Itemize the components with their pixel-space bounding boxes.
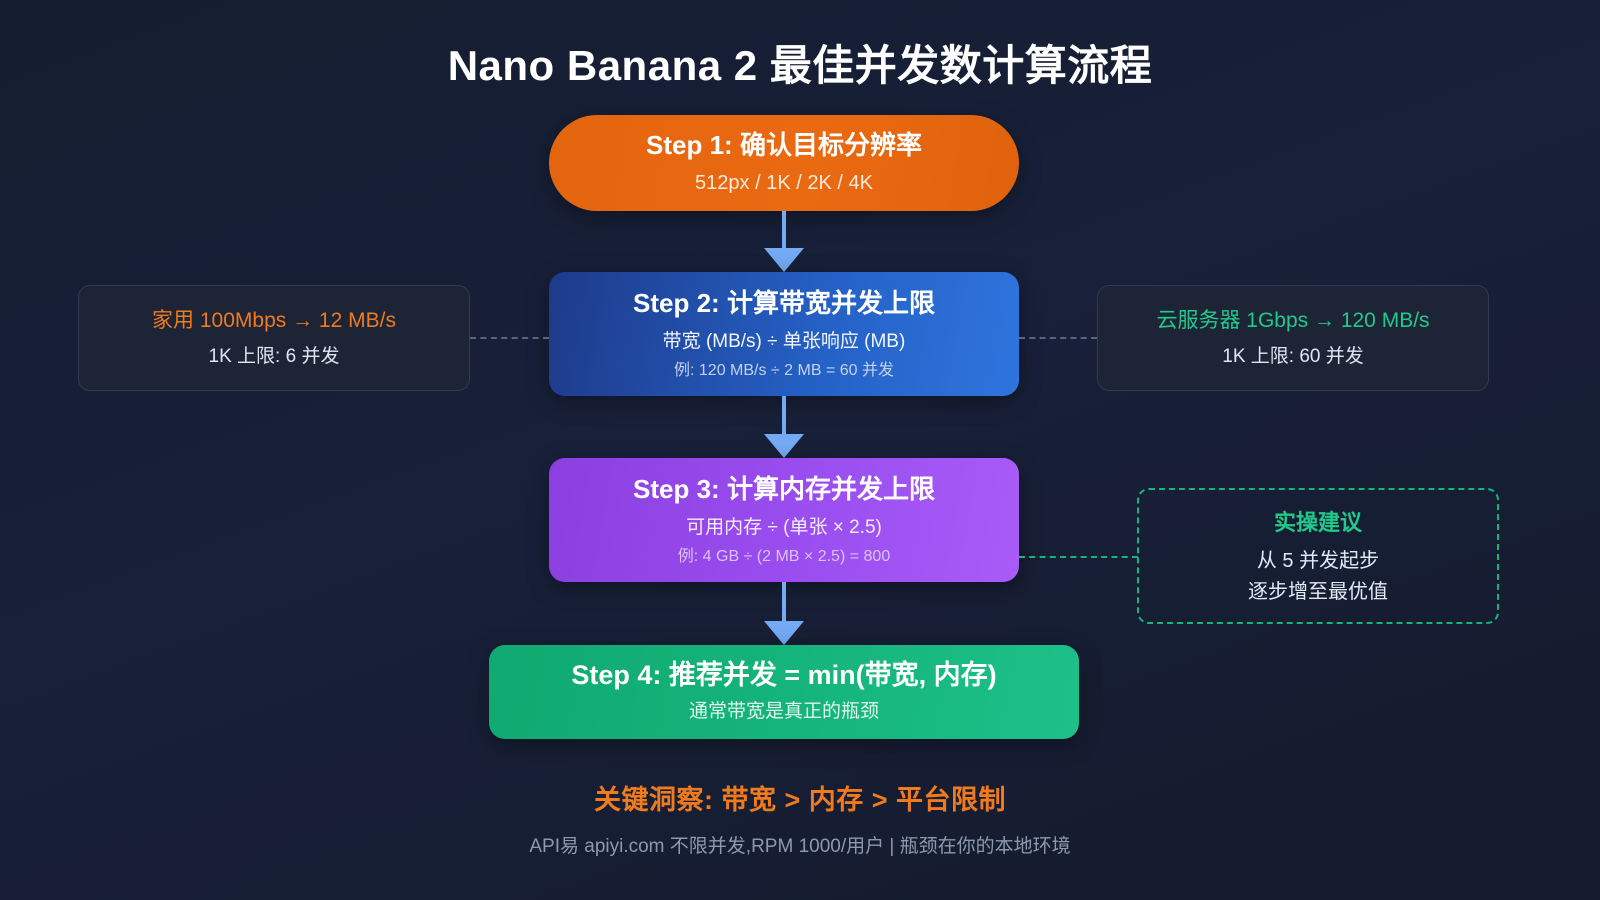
- tip-box-line-1: 从 5 并发起步: [1256, 550, 1380, 572]
- arrow-shaft: [782, 582, 786, 621]
- step-2-subtitle: 带宽 (MB/s) ÷ 单张响应 (MB): [662, 331, 906, 353]
- step-4-title: Step 4: 推荐并发 = min(带宽, 内存): [571, 660, 997, 691]
- step-1-title: Step 1: 确认目标分辨率: [646, 130, 922, 161]
- arrow-shaft: [782, 211, 786, 248]
- step-4-subtitle: 通常带宽是真正的瓶颈: [688, 701, 879, 723]
- step-2-title: Step 2: 计算带宽并发上限: [633, 287, 935, 318]
- arrow-down-icon-1: [764, 211, 804, 272]
- arrow-head: [764, 621, 804, 645]
- flow-node-step-2[interactable]: Step 2: 计算带宽并发上限 带宽 (MB/s) ÷ 单张响应 (MB) 例…: [549, 272, 1019, 396]
- arrow-head: [764, 248, 804, 272]
- flow-node-step-4[interactable]: Step 4: 推荐并发 = min(带宽, 内存) 通常带宽是真正的瓶颈: [489, 645, 1079, 739]
- connector-left-card: [470, 337, 549, 339]
- arrow-down-icon-3: [764, 582, 804, 645]
- key-insight-text: 关键洞察: 带宽 > 内存 > 平台限制: [593, 785, 1007, 815]
- tip-box-line-2: 逐步增至最优值: [1248, 581, 1388, 603]
- tip-box-title: 实操建议: [1273, 510, 1362, 535]
- connector-right-card: [1019, 337, 1097, 339]
- arrow-head: [764, 434, 804, 458]
- page-title: Nano Banana 2 最佳并发数计算流程: [447, 42, 1153, 89]
- connector-tip-box: [1019, 556, 1138, 558]
- side-card-cloud-bandwidth[interactable]: 云服务器 1Gbps → 120 MB/s 1K 上限: 60 并发: [1097, 285, 1489, 391]
- tip-box-practical-advice[interactable]: 实操建议 从 5 并发起步 逐步增至最优值: [1137, 488, 1499, 624]
- step-3-subtitle: 可用内存 ÷ (单张 × 2.5): [686, 517, 882, 539]
- side-card-home-bandwidth[interactable]: 家用 100Mbps → 12 MB/s 1K 上限: 6 并发: [78, 285, 470, 391]
- cloud-bandwidth-limit: 1K 上限: 60 并发: [1222, 345, 1364, 367]
- cloud-bandwidth-head: 云服务器 1Gbps → 120 MB/s: [1156, 308, 1430, 332]
- footer-text: API易 apiyi.com 不限并发,RPM 1000/用户 | 瓶颈在你的本…: [529, 836, 1071, 857]
- home-bandwidth-head: 家用 100Mbps → 12 MB/s: [152, 308, 396, 332]
- step-3-title: Step 3: 计算内存并发上限: [633, 473, 935, 504]
- arrow-down-icon-2: [764, 396, 804, 458]
- step-3-example: 例: 4 GB ÷ (2 MB × 2.5) = 800: [677, 547, 891, 565]
- step-2-example: 例: 120 MB/s ÷ 2 MB = 60 并发: [674, 361, 894, 379]
- step-1-subtitle: 512px / 1K / 2K / 4K: [695, 171, 873, 194]
- home-bandwidth-limit: 1K 上限: 6 并发: [208, 345, 340, 367]
- flow-node-step-3[interactable]: Step 3: 计算内存并发上限 可用内存 ÷ (单张 × 2.5) 例: 4 …: [549, 458, 1019, 582]
- arrow-shaft: [782, 396, 786, 434]
- flow-node-step-1[interactable]: Step 1: 确认目标分辨率 512px / 1K / 2K / 4K: [549, 115, 1019, 211]
